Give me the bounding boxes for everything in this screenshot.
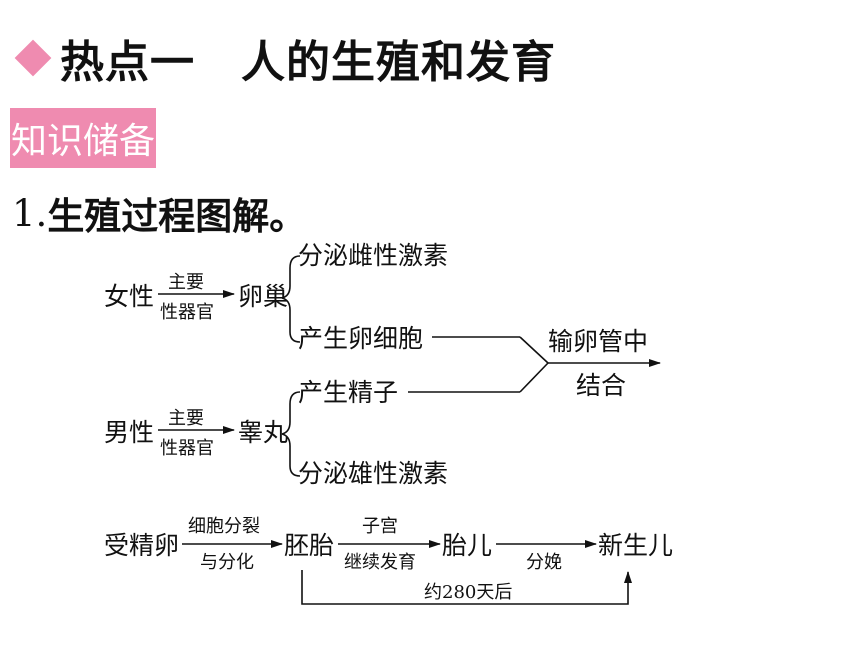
knowledge-badge-label: 知识储备 bbox=[10, 121, 155, 162]
male-label: 男性 bbox=[104, 418, 154, 447]
knowledge-badge: 知识储备 bbox=[10, 108, 156, 168]
male-branch-sperm: 产生精子 bbox=[298, 378, 398, 407]
sperm-merge-line bbox=[519, 362, 549, 393]
female-branch-egg: 产生卵细胞 bbox=[298, 324, 423, 353]
testis-label: 睾丸 bbox=[238, 418, 288, 447]
section-title-text: 生殖过程图解。 bbox=[47, 195, 307, 238]
step3-bottom-label: 分娩 bbox=[526, 552, 562, 573]
male-branch-hormone: 分泌雄性激素 bbox=[298, 459, 448, 488]
oviduct-label: 输卵管中 bbox=[548, 327, 648, 356]
page-heading: 热点一 人的生殖和发育 bbox=[14, 28, 556, 88]
male-brace bbox=[281, 391, 301, 477]
egg-merge-line bbox=[519, 336, 549, 364]
section-title: 1. 生殖过程图解。 bbox=[12, 186, 306, 240]
step1-top-label: 细胞分裂 bbox=[188, 516, 260, 537]
heading-hotspot-label: 热点一 bbox=[60, 37, 195, 88]
ovary-label: 卵巢 bbox=[238, 282, 288, 311]
female-label: 女性 bbox=[104, 282, 154, 311]
female-arrow-bottom-label: 性器官 bbox=[160, 302, 214, 323]
embryo-label: 胚胎 bbox=[284, 531, 334, 560]
duration-bracket-arrow bbox=[301, 570, 632, 605]
step2-top-label: 子宫 bbox=[362, 516, 398, 537]
female-arrow-top-label: 主要 bbox=[168, 272, 204, 293]
female-branch-hormone: 分泌雌性激素 bbox=[298, 241, 448, 270]
male-arrow-top-label: 主要 bbox=[168, 408, 204, 429]
female-brace bbox=[281, 255, 301, 343]
step2-bottom-label: 继续发育 bbox=[344, 552, 416, 573]
combine-label: 结合 bbox=[576, 371, 626, 400]
zygote-label: 受精卵 bbox=[104, 531, 179, 560]
newborn-label: 新生儿 bbox=[598, 531, 673, 560]
section-number: 1. bbox=[12, 191, 48, 235]
duration-label: 约280天后 bbox=[424, 582, 512, 603]
male-arrow-bottom-label: 性器官 bbox=[160, 438, 214, 459]
step1-bottom-label: 与分化 bbox=[200, 552, 254, 573]
fetus-label: 胎儿 bbox=[442, 531, 492, 560]
heading-topic-title: 人的生殖和发育 bbox=[241, 37, 556, 88]
